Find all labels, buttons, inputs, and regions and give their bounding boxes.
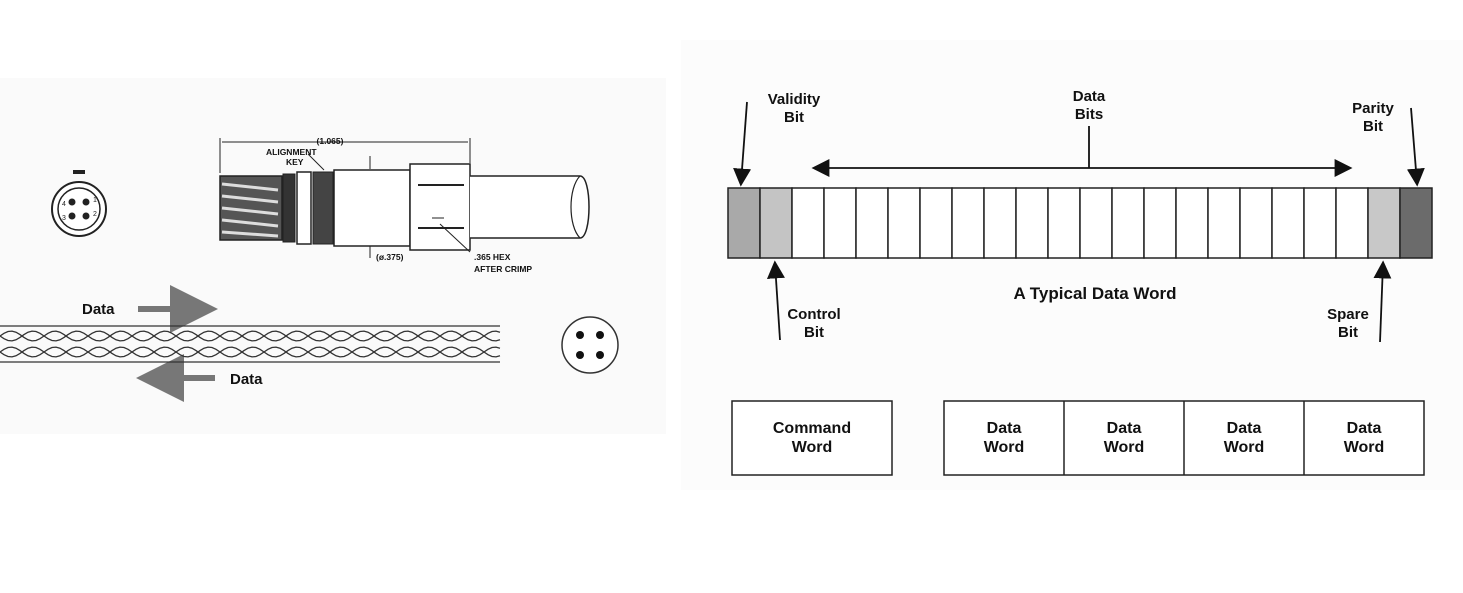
parity-arrow bbox=[1406, 107, 1425, 187]
data-word-1-line2: Word bbox=[983, 439, 1025, 456]
pin-label-3: 3 bbox=[62, 215, 66, 222]
data-bit-cell bbox=[1047, 187, 1081, 259]
data-bit-cell bbox=[823, 187, 857, 259]
data-bits-label-line2: Bits bbox=[1075, 106, 1103, 123]
twisted-strand bbox=[0, 330, 501, 342]
data-word-panel: Validity Bit Data Bits Parity Bit Contro… bbox=[681, 40, 1463, 490]
data-bit-cell bbox=[887, 187, 921, 259]
data-bit-cell bbox=[1111, 187, 1145, 259]
alignment-key-label-line1: ALIGNMENT bbox=[266, 147, 317, 157]
spare-bit-cell bbox=[1367, 187, 1401, 259]
alignment-key-label-line2: KEY bbox=[286, 157, 304, 167]
control-bit-label-line1: Control bbox=[787, 306, 840, 323]
data-bit-cell bbox=[951, 187, 985, 259]
data-word-box-3: Data Word bbox=[1184, 401, 1304, 475]
spare-bit-label-line1: Spare bbox=[1327, 306, 1369, 323]
data-word-2-line2: Word bbox=[1103, 439, 1145, 456]
data-bit-cell bbox=[1303, 187, 1337, 259]
data-bit-cell bbox=[1335, 187, 1369, 259]
hex-note-line2: AFTER CRIMP bbox=[474, 264, 532, 274]
validity-bit-cell bbox=[727, 187, 761, 259]
data-word-1-line1: Data bbox=[986, 420, 1022, 437]
pin-label-4: 4 bbox=[62, 201, 66, 208]
data-word-3-line1: Data bbox=[1226, 420, 1262, 437]
data-bit-cell bbox=[1143, 187, 1177, 259]
data-bit-cell bbox=[791, 187, 825, 259]
command-word-box bbox=[731, 400, 893, 476]
data-word-4-line1: Data bbox=[1346, 420, 1382, 437]
data-word-2-line1: Data bbox=[1106, 420, 1142, 437]
control-arrow bbox=[766, 260, 785, 341]
twisted-pair-cable bbox=[0, 325, 501, 363]
pin-label-2: 2 bbox=[93, 211, 97, 218]
dimension-length-label: (1.065) bbox=[317, 136, 344, 146]
spare-bit-label-line2: Bit bbox=[1338, 324, 1358, 341]
twisted-strand bbox=[0, 346, 501, 358]
data-forward-label: Data bbox=[82, 301, 115, 318]
parity-bit-cell bbox=[1399, 187, 1433, 259]
connector-cable-panel: 1 2 3 4 bbox=[0, 78, 666, 434]
parity-bit-label-line2: Bit bbox=[1363, 118, 1383, 135]
data-bit-cell bbox=[1207, 187, 1241, 259]
data-bit-cell bbox=[1175, 187, 1209, 259]
data-word-box-1: Data Word bbox=[944, 401, 1064, 475]
command-word-line1: Command bbox=[772, 420, 852, 437]
data-bit-cell bbox=[855, 187, 889, 259]
twisted-strand bbox=[0, 346, 501, 358]
data-bits-label-line1: Data bbox=[1073, 88, 1106, 105]
data-word-cells bbox=[727, 187, 1433, 259]
data-word-4-line2: Word bbox=[1343, 439, 1385, 456]
connector-cable-drawing: 1 2 3 4 bbox=[0, 136, 619, 402]
data-word-box-4: Data Word bbox=[1304, 401, 1424, 475]
data-backward-label: Data bbox=[230, 371, 263, 388]
control-bit-label-line2: Bit bbox=[804, 324, 824, 341]
data-word-3-line2: Word bbox=[1223, 439, 1265, 456]
validity-bit-label-line1: Validity bbox=[768, 91, 821, 108]
diameter-label: (ø.375) bbox=[376, 252, 404, 262]
pin-label-1: 1 bbox=[93, 197, 97, 204]
control-bit-cell bbox=[759, 187, 793, 259]
data-word-box-2: Data Word bbox=[1064, 401, 1184, 475]
data-bit-cell bbox=[1079, 187, 1113, 259]
parity-bit-label-line1: Parity bbox=[1352, 100, 1394, 117]
validity-arrow bbox=[733, 101, 752, 187]
hex-note-line1: .365 HEX bbox=[474, 252, 511, 262]
connector-end-view: 1 2 3 4 bbox=[51, 170, 107, 237]
data-bit-cell bbox=[1015, 187, 1049, 259]
twisted-strand bbox=[0, 330, 501, 342]
data-bit-cell bbox=[1271, 187, 1305, 259]
data-bit-cell bbox=[1239, 187, 1273, 259]
cable-cross-section bbox=[561, 316, 619, 374]
data-bit-cell bbox=[983, 187, 1017, 259]
spare-arrow bbox=[1373, 260, 1392, 343]
data-word-diagram: Validity Bit Data Bits Parity Bit Contro… bbox=[727, 88, 1433, 476]
data-word-title: A Typical Data Word bbox=[1013, 284, 1176, 303]
validity-bit-label-line2: Bit bbox=[784, 109, 804, 126]
command-word-line2: Word bbox=[791, 439, 833, 456]
data-bit-cell bbox=[919, 187, 953, 259]
connector-side-view bbox=[219, 138, 590, 258]
command-word-label: Command Word bbox=[732, 401, 892, 475]
